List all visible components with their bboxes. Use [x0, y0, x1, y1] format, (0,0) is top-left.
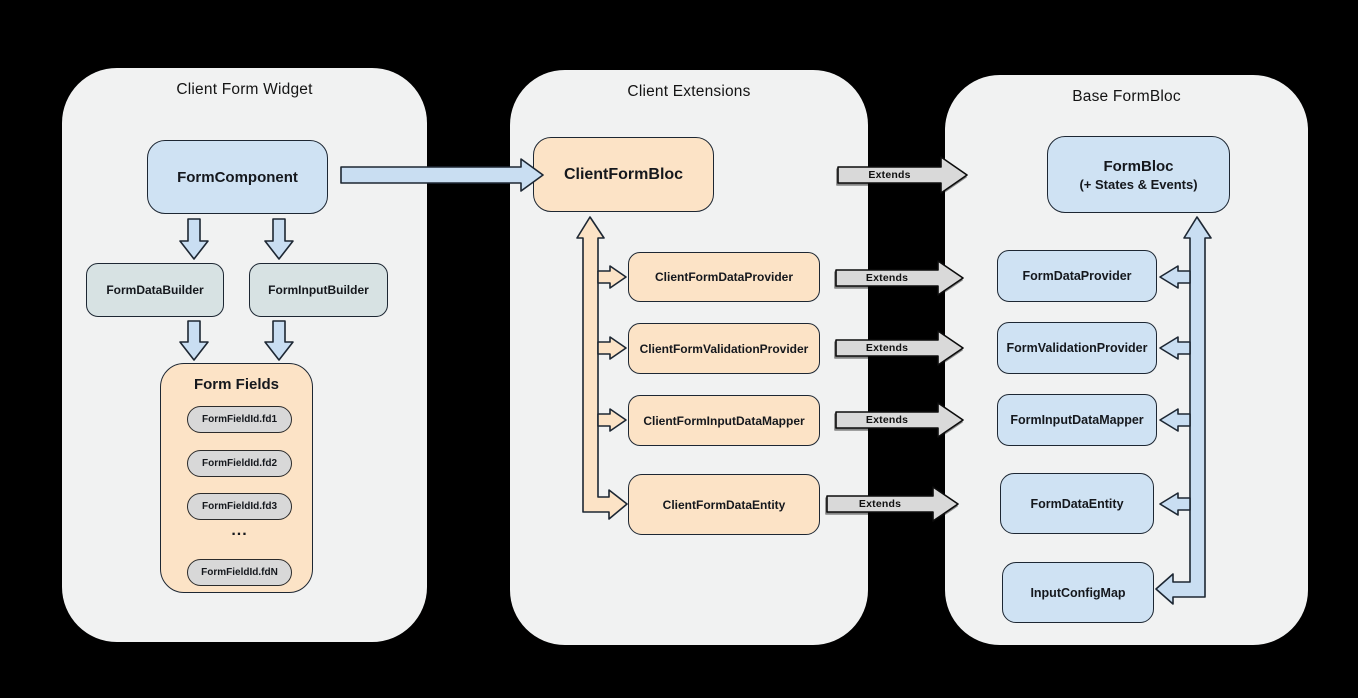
- pill-form-field-id-fd3: FormFieldId.fd3: [187, 493, 292, 520]
- panel-title: Client Extensions: [627, 83, 751, 100]
- node-label: FormBloc: [1103, 157, 1174, 175]
- extends-arrow-icon: [835, 402, 964, 438]
- node-label: ClientFormInputDataMapper: [643, 413, 805, 428]
- branch-arrow-icon: [597, 336, 627, 360]
- branch-arrow-icon: [1159, 336, 1191, 360]
- extends-label: Extends: [858, 498, 902, 510]
- node-label: ClientFormBloc: [563, 165, 684, 183]
- down-arrow-icon: [264, 218, 294, 260]
- branch-arrow-icon: [597, 408, 627, 432]
- node-client-form-validation-provider: ClientFormValidationProvider: [628, 323, 820, 374]
- node-label: InputConfigMap: [1030, 585, 1126, 600]
- node-label: FormInputBuilder: [268, 283, 369, 297]
- down-arrow-icon: [179, 218, 209, 260]
- pill-form-field-id-fd2: FormFieldId.fd2: [187, 450, 292, 477]
- node-form-data-builder: FormDataBuilder: [86, 263, 224, 317]
- node-form-input-builder: FormInputBuilder: [249, 263, 388, 317]
- node-label: FormDataProvider: [1022, 269, 1132, 283]
- node-form-bloc: FormBloc (+ States & Events): [1047, 136, 1230, 213]
- node-label: ClientFormValidationProvider: [639, 341, 809, 356]
- pill-form-field-id-fd1: FormFieldId.fd1: [187, 406, 292, 433]
- down-arrow-icon: [179, 320, 209, 361]
- extends-label: Extends: [865, 272, 909, 284]
- node-client-form-input-data-mapper: ClientFormInputDataMapper: [628, 395, 820, 446]
- node-label: ClientFormDataProvider: [654, 270, 794, 284]
- form-component-to-client-form-bloc-arrow-icon: [340, 158, 544, 192]
- node-client-form-data-entity: ClientFormDataEntity: [628, 474, 820, 535]
- panel-client-form-widget: Client Form Widget FormComponent FormDat…: [62, 68, 427, 642]
- node-form-validation-provider: FormValidationProvider: [997, 322, 1157, 374]
- panel-title: Base FormBloc: [1072, 88, 1181, 105]
- down-arrow-icon: [264, 320, 294, 361]
- branch-arrow-icon: [1159, 265, 1191, 289]
- node-input-config-map: InputConfigMap: [1002, 562, 1154, 623]
- node-client-form-bloc: ClientFormBloc: [533, 137, 714, 212]
- node-form-data-provider: FormDataProvider: [997, 250, 1157, 302]
- base-form-bloc-connector-arrow-icon: [1155, 216, 1212, 605]
- node-form-input-data-mapper: FormInputDataMapper: [997, 394, 1157, 446]
- client-extensions-connector-arrow-icon: [576, 216, 628, 520]
- extends-arrow-icon: [826, 486, 959, 522]
- panel-title: Client Form Widget: [176, 81, 313, 98]
- node-form-component: FormComponent: [147, 140, 328, 214]
- panel-client-extensions: Client Extensions ClientFormBloc ClientF…: [510, 70, 868, 645]
- pill-form-field-id-fdN: FormFieldId.fdN: [187, 559, 292, 586]
- group-form-fields: Form Fields FormFieldId.fd1 FormFieldId.…: [160, 363, 313, 593]
- node-sublabel: (+ States & Events): [1079, 176, 1198, 192]
- node-label: FormInputDataMapper: [1010, 413, 1144, 427]
- node-label: FormValidationProvider: [1006, 341, 1148, 355]
- node-client-form-data-provider: ClientFormDataProvider: [628, 252, 820, 302]
- form-fields-ellipsis: ...: [231, 522, 248, 539]
- branch-arrow-icon: [1159, 492, 1191, 516]
- node-label: FormComponent: [177, 168, 298, 186]
- node-form-data-entity: FormDataEntity: [1000, 473, 1154, 534]
- panel-base-form-bloc: Base FormBloc FormBloc (+ States & Event…: [945, 75, 1308, 645]
- branch-arrow-icon: [1159, 408, 1191, 432]
- node-label: FormDataEntity: [1030, 496, 1124, 511]
- extends-arrow-icon: [835, 330, 964, 366]
- extends-label: Extends: [865, 342, 909, 354]
- form-fields-title: Form Fields: [193, 376, 279, 393]
- extends-label: Extends: [865, 414, 909, 426]
- extends-arrow-icon: [835, 260, 964, 296]
- node-label: FormDataBuilder: [106, 283, 204, 297]
- branch-arrow-icon: [597, 265, 627, 289]
- extends-label: Extends: [868, 169, 911, 181]
- node-label: ClientFormDataEntity: [662, 497, 786, 512]
- extends-arrow-icon: [837, 156, 968, 194]
